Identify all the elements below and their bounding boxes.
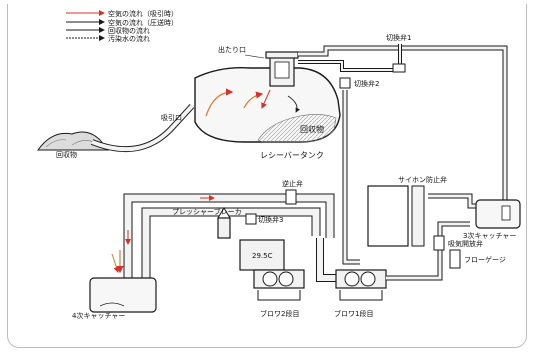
- pressure-breaker: プレッシャーブレーカ: [172, 207, 242, 239]
- switch-valve-1-label: 切換弁1: [386, 33, 411, 42]
- legend: 空気の流れ（吸引時） 空気の流れ（圧送時） 回収物の流れ 汚染水の流れ: [66, 9, 178, 43]
- pressure-breaker-label: プレッシャーブレーカ: [172, 207, 242, 216]
- blower-1-label: ブロワ1段目: [334, 309, 373, 318]
- legend-label-pressure: 空気の流れ（圧送時）: [108, 18, 178, 27]
- catcher-3: 3次キャッチャー: [463, 199, 521, 240]
- flow-gauge: フローゲージ: [449, 249, 506, 269]
- switch-valve-2-label: 切換弁2: [354, 79, 379, 88]
- switch-valve-1: 切換弁1: [386, 33, 411, 73]
- blower-assembly: 29.5C ブロワ2段目 ブロワ1段目: [239, 238, 387, 318]
- inlet-label: 吸引口: [161, 113, 182, 122]
- intake-release-valve: 吸気開放弁: [433, 235, 483, 251]
- recovered-pile: 回収物: [37, 131, 110, 159]
- switch-valve-3: 切換弁3: [245, 213, 283, 225]
- control-box: サイホン防止弁: [367, 175, 447, 247]
- panel-frame: [7, 4, 527, 348]
- check-valve-label: 逆止弁: [282, 179, 303, 188]
- switch-valve-2: 切換弁2: [339, 77, 379, 89]
- tank-label: レシーバータンク: [260, 151, 324, 160]
- legend-label-recovered: 回収物の流れ: [108, 26, 150, 35]
- check-valve: 逆止弁: [282, 179, 303, 205]
- suction-hose: [90, 103, 195, 153]
- outlet-label: 出たり口: [218, 45, 246, 54]
- catcher-3-label: 3次キャッチャー: [463, 231, 516, 240]
- intake-release-valve-label: 吸気開放弁: [448, 239, 483, 248]
- catcher-4-label: 4次キャッチャー: [72, 311, 125, 320]
- siphon-valve-label: サイホン防止弁: [398, 175, 447, 184]
- legend-label-wastewater: 汚染水の流れ: [108, 34, 150, 43]
- pile-label: 回収物: [56, 150, 77, 159]
- legend-label-suction: 空気の流れ（吸引時）: [108, 9, 178, 18]
- catcher-4: 4次キャッチャー: [72, 250, 157, 320]
- temperature-readout: 29.5C: [252, 252, 273, 260]
- tank-contents-label: 回収物: [300, 124, 324, 134]
- receiver-tank: 回収物 レシーバータンク: [194, 67, 341, 160]
- blower-2-label: ブロワ2段目: [260, 309, 299, 318]
- switch-valve-3-label: 切換弁3: [258, 215, 283, 224]
- flow-gauge-label: フローゲージ: [464, 255, 506, 264]
